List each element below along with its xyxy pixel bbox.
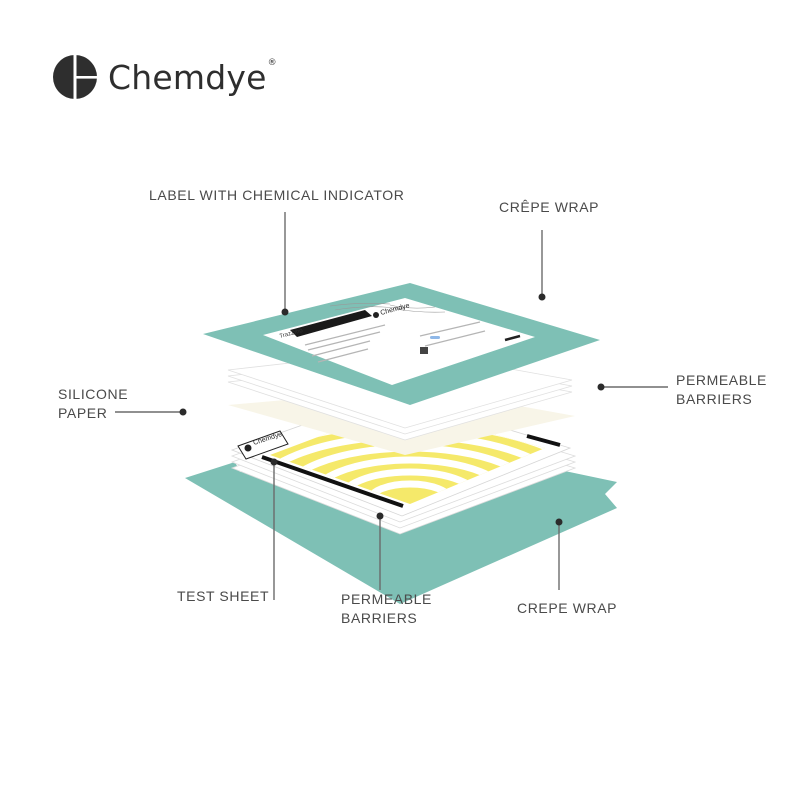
- callout-silicone-paper-line2: PAPER: [58, 405, 108, 421]
- leader-lines: [115, 212, 668, 600]
- callout-test-sheet: TEST SHEET: [177, 588, 270, 604]
- callout-crepe-wrap-bottom: CREPE WRAP: [517, 600, 618, 616]
- callout-crepe-wrap-top: CRÊPE WRAP: [499, 199, 600, 215]
- callout-permeable-barriers-top: PERMEABLE BARRIERS: [676, 371, 767, 409]
- callout-silicone-paper: SILICONE PAPER: [58, 385, 128, 423]
- callout-permeable-barriers-top-line2: BARRIERS: [676, 391, 753, 407]
- callout-permeable-barriers-bottom: PERMEABLE BARRIERS: [341, 590, 432, 628]
- chemical-indicator-patch: [430, 336, 440, 339]
- callout-permeable-barriers-top-line1: PERMEABLE: [676, 372, 767, 388]
- callout-permeable-barriers-bottom-line2: BARRIERS: [341, 610, 418, 626]
- qr-code-icon: [420, 347, 428, 354]
- label-with-chemical-indicator: Chemdye TrazZmo: [263, 298, 535, 385]
- brand-name: Chemdye®: [108, 57, 277, 97]
- callout-label-with-chemical-indicator: LABEL WITH CHEMICAL INDICATOR: [149, 187, 405, 203]
- chemdye-logo-icon: [53, 55, 97, 99]
- brand-logo: Chemdye®: [52, 54, 277, 100]
- callout-permeable-barriers-bottom-line1: PERMEABLE: [341, 591, 432, 607]
- callout-silicone-paper-line1: SILICONE: [58, 386, 129, 402]
